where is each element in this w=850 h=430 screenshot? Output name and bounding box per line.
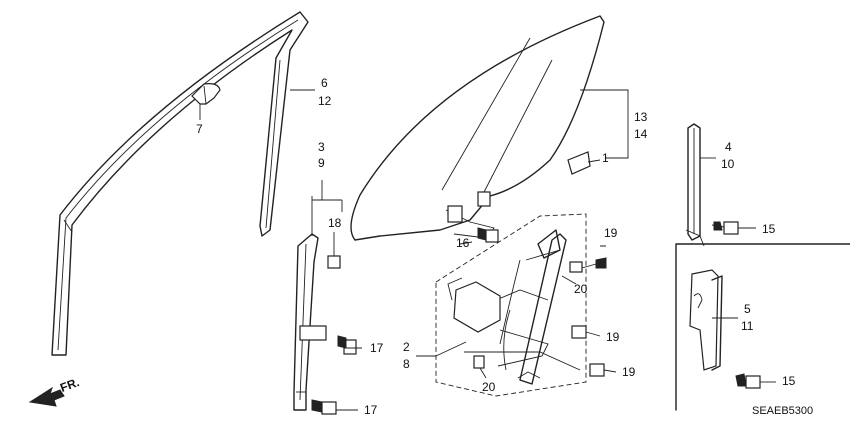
door-sash-outline xyxy=(51,11,309,356)
bolt-16 xyxy=(477,227,499,243)
callout-19-top: 19 xyxy=(604,226,618,240)
bolt-17-upper xyxy=(337,335,357,355)
inset-frame xyxy=(675,243,850,411)
nut-18 xyxy=(327,255,341,269)
callout-19-mid: 19 xyxy=(606,330,620,344)
regulator-box xyxy=(435,213,587,397)
callout-16: 16 xyxy=(456,236,470,250)
callout-17-lower: 17 xyxy=(364,403,378,417)
callout-7: 7 xyxy=(196,122,203,136)
callout-6: 6 xyxy=(321,76,328,90)
bolt-20-low xyxy=(473,355,485,369)
callout-17-upper: 17 xyxy=(370,341,384,355)
callout-20-upper: 20 xyxy=(574,282,588,296)
callout-12: 12 xyxy=(318,94,332,108)
window-regulator xyxy=(447,229,567,385)
callout-3: 3 xyxy=(318,140,325,154)
bolt-17-lower xyxy=(311,399,337,415)
bolt-15-upper xyxy=(711,221,739,235)
callout-19-low: 19 xyxy=(622,365,636,379)
callout-13: 13 xyxy=(634,110,648,124)
callout-18: 18 xyxy=(328,216,342,230)
leader-lines xyxy=(199,89,776,411)
bolt-19-mid xyxy=(571,325,587,339)
clip-part-7 xyxy=(191,83,221,105)
callout-20-lower: 20 xyxy=(482,380,496,394)
front-direction-arrow xyxy=(28,386,65,407)
front-run-channel xyxy=(293,233,327,411)
callout-15-upper: 15 xyxy=(762,222,776,236)
bolt-19-low xyxy=(589,363,605,377)
callout-1: 1 xyxy=(602,151,609,165)
diagram-code: SEAEB5300 xyxy=(752,405,814,417)
rear-run-channel xyxy=(685,123,705,247)
door-glass xyxy=(350,15,605,241)
callout-8: 8 xyxy=(403,357,410,371)
bolt-15-lower xyxy=(735,373,761,389)
callout-10: 10 xyxy=(721,157,735,171)
callout-9: 9 xyxy=(318,156,325,170)
callout-5: 5 xyxy=(744,302,751,316)
bolt-19-top xyxy=(569,257,607,273)
callout-14: 14 xyxy=(634,127,648,141)
rear-channel-inset xyxy=(689,269,723,371)
callout-15-lower: 15 xyxy=(782,374,796,388)
bolts xyxy=(311,221,761,415)
callout-2: 2 xyxy=(403,340,410,354)
callout-11: 11 xyxy=(741,319,754,333)
callout-4: 4 xyxy=(725,140,732,154)
